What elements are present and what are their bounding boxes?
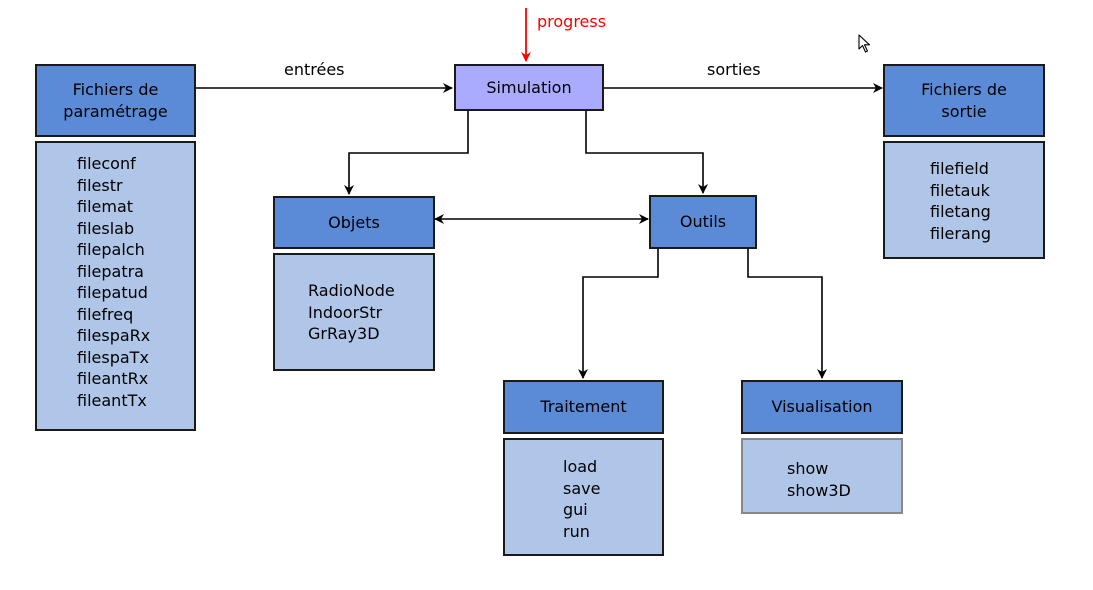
visualisation-list: show show3D [741,438,903,514]
progress-label: progress [537,12,607,31]
list-item: filetauk [930,180,990,200]
list-item: RadioNode [308,281,395,300]
param-files-header: Fichiers de paramétrage [35,64,196,137]
tools-title: Outils [679,212,727,231]
list-item: filetang [930,202,991,221]
list-item: fileantTx [77,390,147,410]
list-item: fileconf [77,154,136,173]
list-item: filespaTx [77,347,149,367]
param-files-list: fileconf filestr filemat fileslab filepa… [35,141,196,431]
list-item: show [787,459,829,478]
mouse-pointer-icon [858,34,871,53]
list-item: filefreq [77,304,134,324]
inputs-label: entrées [284,60,345,79]
list-item: gui [563,500,588,519]
output-files-title-2: sortie [941,101,987,121]
list-item: run [563,521,590,541]
list-item: filemat [77,197,134,216]
param-files-title-1: Fichiers de [72,79,159,99]
outputs-label: sorties [707,60,761,79]
list-item: show3D [787,480,851,500]
list-item: IndoorStr [308,302,383,322]
tools-header: Outils [649,195,757,249]
output-files-header: Fichiers de sortie [883,64,1045,137]
objects-header: Objets [273,196,435,249]
objects-title: Objets [328,212,380,232]
list-item: filepatra [77,261,144,281]
arrow-sim-to-objects [344,111,469,195]
list-item: fileslab [77,218,135,238]
processing-title: Traitement [540,397,627,416]
param-files-title-2: paramétrage [63,101,168,121]
list-item: fileantRx [77,369,149,388]
arrow-tools-to-visualisation [747,249,827,379]
processing-list: load save gui run [503,438,664,556]
objects-list: RadioNode IndoorStr GrRay3D [273,253,435,371]
output-files-title-1: Fichiers de [921,79,1007,99]
list-item: filepalch [77,240,145,259]
list-item: filespaRx [77,326,151,345]
simulation-label: Simulation [486,78,572,97]
processing-header: Traitement [503,380,664,434]
list-item: filestr [77,175,123,195]
list-item: filefield [930,159,989,178]
list-item: GrRay3D [308,324,380,343]
list-item: filepatud [77,283,148,302]
arrow-sim-to-tools [585,111,708,194]
list-item: load [563,457,598,476]
output-files-list: filefield filetauk filetang filerang [883,141,1045,259]
visualisation-header: Visualisation [741,380,903,434]
arrow-tools-to-processing [578,249,659,379]
list-item: filerang [930,223,992,243]
visualisation-title: Visualisation [771,397,873,416]
simulation-box: Simulation [454,64,604,111]
list-item: save [563,478,601,498]
